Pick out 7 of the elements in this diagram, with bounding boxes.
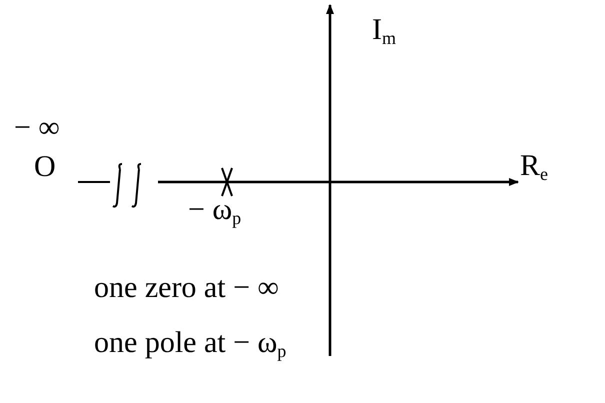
note: one zero at − ∞ <box>94 270 279 306</box>
pole-label: − ω$_{p}$ <box>188 192 242 228</box>
infinity-label: − ∞ <box>14 110 60 146</box>
axis-label: R$_{e}$ <box>520 148 548 184</box>
axis-label: I$_{m}$ <box>372 12 396 48</box>
note: one pole at − ω$_{p}$ <box>94 325 286 361</box>
zero-symbol: O <box>34 149 56 185</box>
